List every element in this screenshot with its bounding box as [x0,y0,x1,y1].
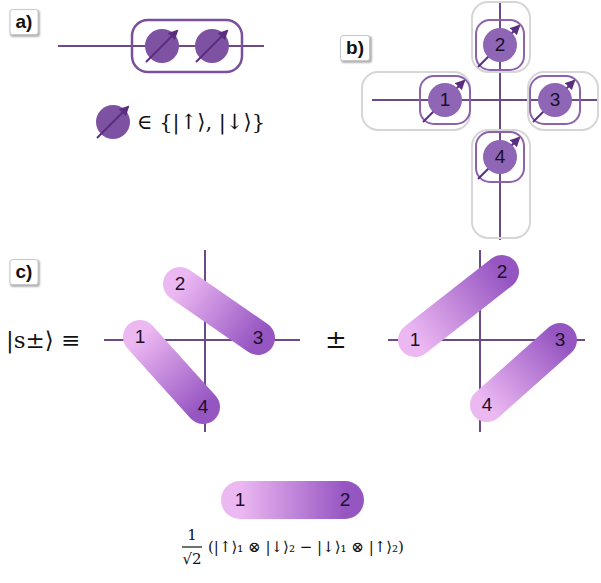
spin-basis: ∈ {|↑⟩, |↓⟩} [137,110,265,134]
spin-arrow [146,31,177,62]
spin-arrow [423,81,464,122]
site-number: 2 [497,261,508,282]
label-holder: 1 [187,526,197,544]
spin-site [538,83,572,117]
singlet-bond: 14 [121,318,222,426]
site-number: 4 [495,146,506,167]
site-number: 3 [253,327,264,348]
spin-arrow [478,138,519,179]
singlet-pill [140,337,203,407]
spin-site [483,28,517,62]
plus-minus-sign: ± [325,325,347,355]
spin-arrow [196,31,227,62]
panel-label: b) [340,35,370,61]
singlet-bond: 12 [396,253,521,359]
spin-arrow [97,107,128,138]
text-holder: 4 [495,147,506,167]
label-holder: (|↑⟩₁ ⊗ |↓⟩₂ − |↓⟩₁ ⊗ |↑⟩₂) [208,538,404,556]
spin-site [195,29,229,63]
site-number: 1 [410,329,421,350]
spin-site [483,140,517,174]
plaquette-outline [472,2,530,72]
text-holder: 4 [482,395,493,415]
fraction-numerator: 1 [187,527,197,544]
spin-arrow [478,26,519,67]
label-holder: a) [10,9,39,35]
singlet-pill [487,340,560,405]
plaquette-outline [362,72,470,130]
site-number: 1 [440,89,451,110]
label-holder: ∈ {|↑⟩, |↓⟩} [137,110,265,134]
text-holder: 1 [410,330,421,350]
dimer-box [476,132,524,182]
text-holder: 2 [495,35,506,55]
spin-arrow [533,81,574,122]
spin-site [428,83,462,117]
dimer-box [420,76,470,124]
text-holder: 1 [135,327,146,347]
site-number: 3 [555,329,566,350]
text-holder: 3 [550,90,561,110]
site-number: 2 [175,273,186,294]
singlet-pill [180,284,258,338]
site-circle: 2 [483,28,517,62]
site-number: 1 [135,326,146,347]
text-holder: 1 [440,90,451,110]
dimer-box [530,76,580,124]
site-number: 2 [495,34,506,55]
singlet-pill [415,272,502,340]
state-definition: |s±⟩ ≡ [6,327,80,353]
site-circle: 4 [483,140,517,174]
singlet-formula: (|↑⟩₁ ⊗ |↓⟩₂ − |↓⟩₁ ⊗ |↑⟩₂) [208,539,404,556]
text-holder: 2 [340,490,351,510]
site-circle: 3 [538,83,572,117]
singlet-bond: 23 [161,265,277,357]
label-holder: c) [10,259,39,285]
plaquette-outline [472,130,530,238]
site-number: 4 [198,396,209,417]
text-holder: 2 [175,274,186,294]
text-holder: 2 [497,262,508,282]
spin-site [96,105,130,139]
panel-label: a) [10,9,39,35]
site-number: 4 [482,394,493,415]
text-holder: 1 [235,490,246,510]
plaquette-outline [528,72,598,130]
singlet-bond: 43 [468,321,579,424]
site-number: 3 [550,89,561,110]
dimer-box [476,20,524,70]
label-holder: b) [340,35,370,61]
spin-site [145,29,179,63]
text-holder: 3 [253,328,264,348]
singlet-bond: 12 [219,479,366,521]
label-holder: √2 [182,550,201,568]
dimer-box [132,20,242,72]
text-holder: 4 [198,397,209,417]
panel-label: c) [10,259,39,285]
site-circle: 1 [428,83,462,117]
fraction-denominator: √2 [182,551,201,568]
singlet-pill [240,481,345,519]
site-number: 1 [235,489,246,510]
text-holder: 3 [555,330,566,350]
fraction-bar [182,546,202,547]
site-number: 2 [340,489,351,510]
label-holder: |s±⟩ ≡ [6,327,80,353]
label-holder: ± [325,325,347,355]
